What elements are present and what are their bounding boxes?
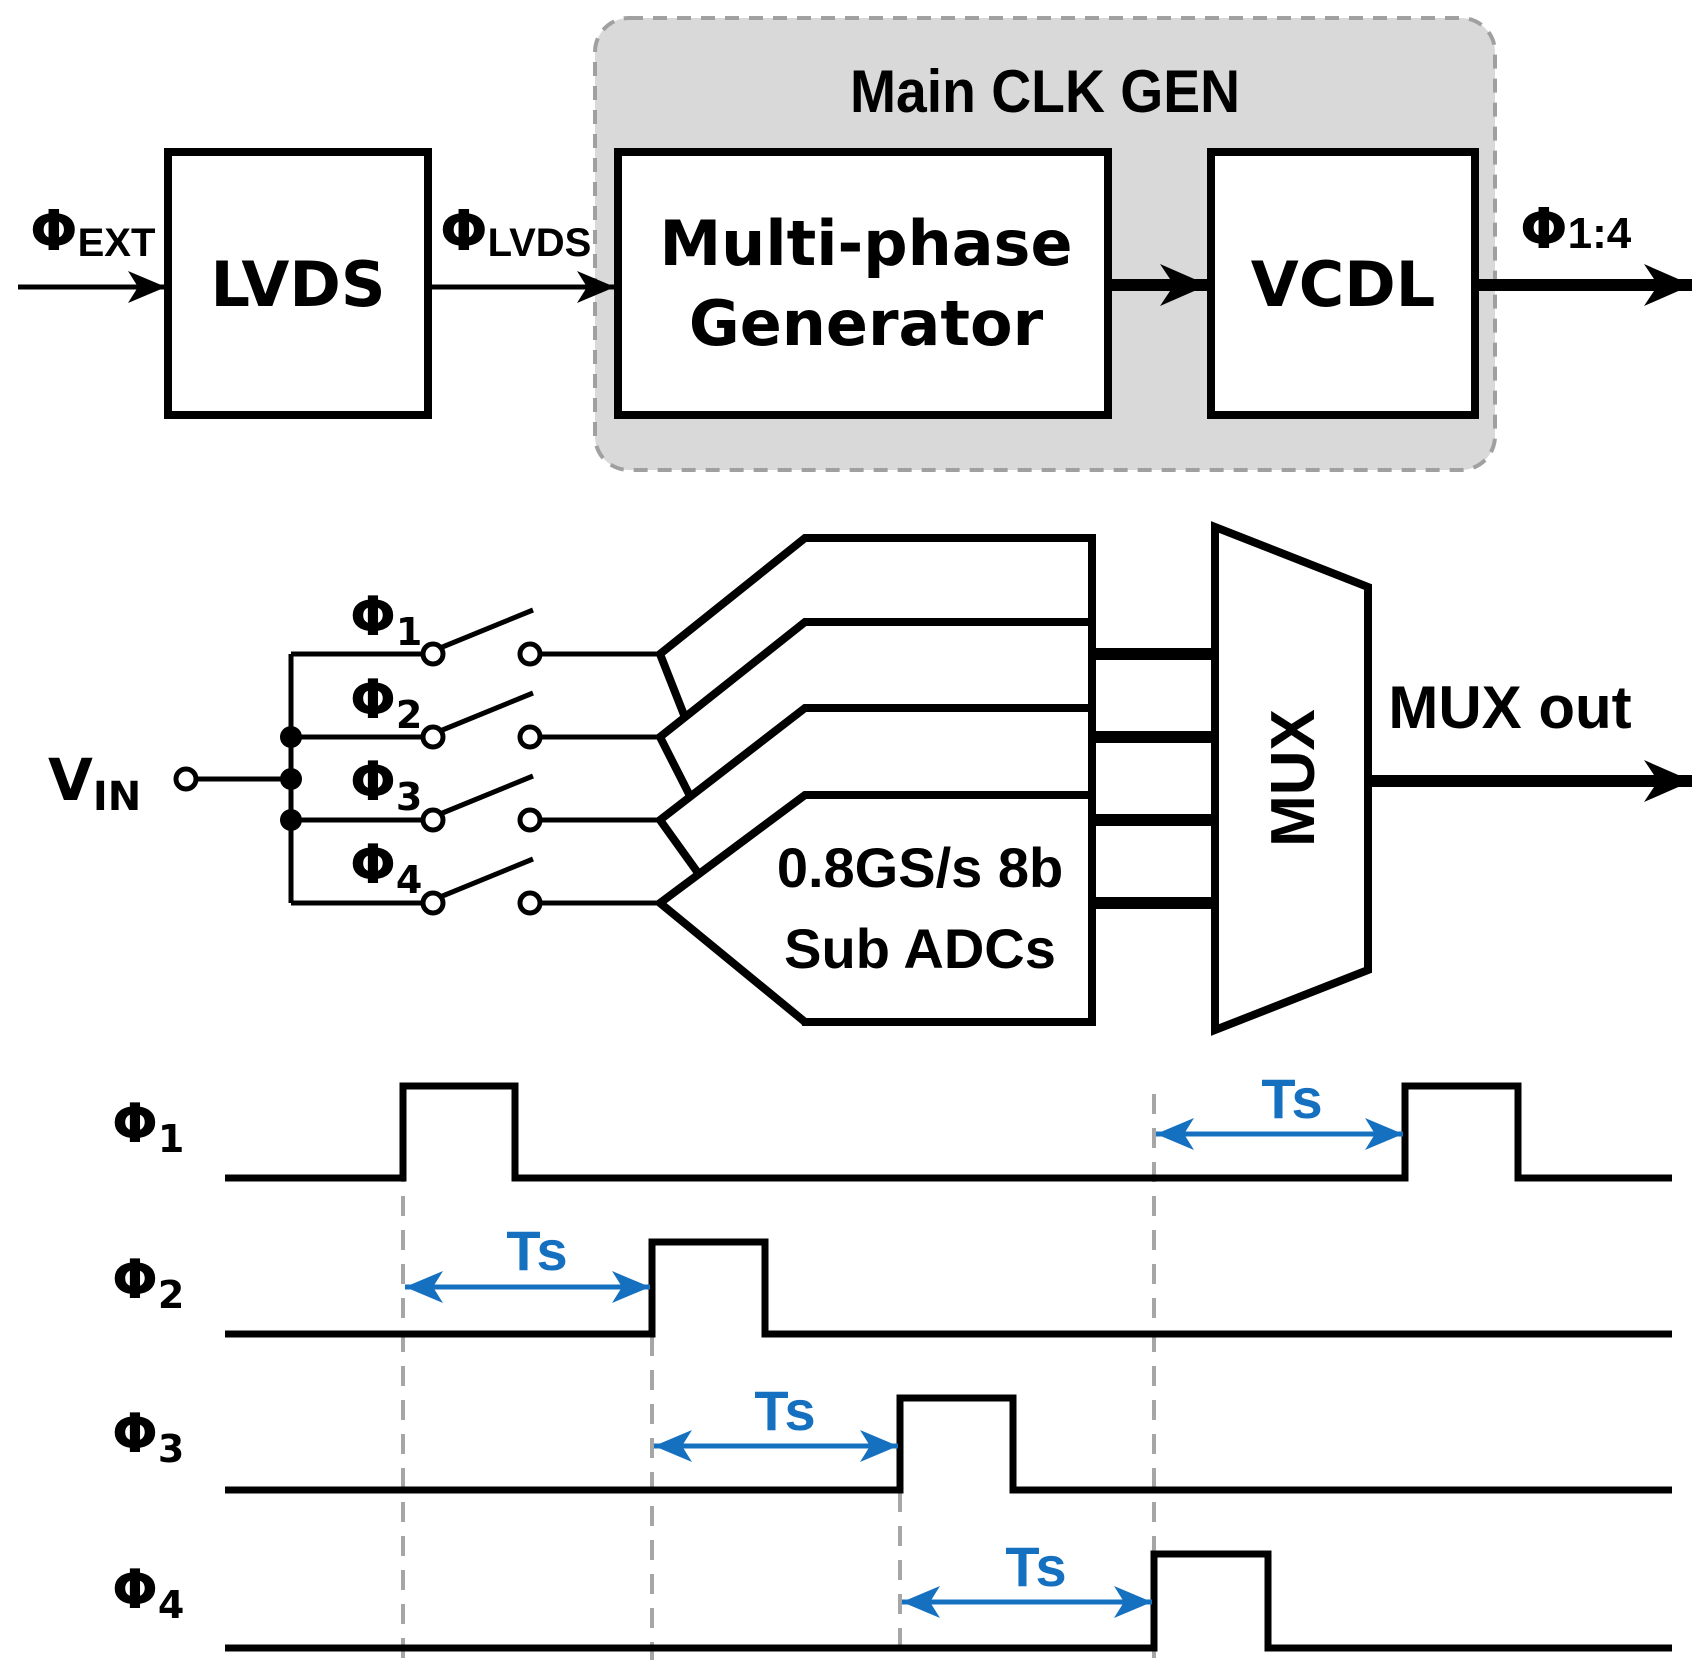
ts-label: Ts — [506, 1219, 567, 1282]
clock-waveform — [225, 1394, 1672, 1494]
switch-terminal — [517, 807, 543, 833]
timing-diagram: Φ1 Φ2 Φ3 Φ4 Ts Ts Ts Ts — [112, 1067, 1672, 1660]
ti-adc: VIN Φ1 Φ2 Φ3 — [48, 521, 1692, 1036]
ts-label: Ts — [1261, 1067, 1322, 1130]
switch-terminal — [420, 641, 446, 667]
vcdl-label: VCDL — [1251, 248, 1435, 321]
switch-terminal — [517, 890, 543, 916]
mux-label: MUX — [1259, 709, 1328, 847]
timing-phase-label: Φ1 — [112, 1092, 184, 1161]
lvds-block — [164, 148, 432, 419]
vcdl-block — [1207, 148, 1479, 419]
lvds-label: LVDS — [210, 248, 385, 321]
switch-phase-label: Φ3 — [350, 750, 422, 819]
switch-blade — [439, 856, 534, 900]
main-clk-gen-label: Main CLK GEN — [850, 58, 1240, 125]
clock-waveform — [225, 1238, 1672, 1338]
clock-waveform — [225, 1550, 1672, 1652]
switch-terminal — [420, 890, 446, 916]
clock-path: Main CLK GEN ΦEXT LVDS ΦLVDS Multi-phase… — [18, 16, 1692, 472]
multiphase-label-line1: Multi-phase — [659, 207, 1072, 280]
multiphase-generator-block — [614, 148, 1112, 419]
timing-phase-label: Φ2 — [112, 1248, 184, 1317]
sub-adc-label-line2: Sub ADCs — [784, 917, 1056, 980]
clock-waveform — [225, 1082, 1672, 1182]
phi-out-label: Φ1:4 — [1520, 197, 1632, 262]
switch-terminal — [420, 807, 446, 833]
multiphase-label-line2: Generator — [689, 287, 1044, 360]
switch-terminal — [420, 724, 446, 750]
timing-phase-label: Φ4 — [112, 1558, 184, 1627]
timing-phase-label: Φ3 — [112, 1402, 184, 1471]
phi-ext-label: ΦEXT — [30, 199, 155, 265]
switch-terminal — [517, 641, 543, 667]
junction-node — [280, 768, 302, 790]
sub-adc-block — [653, 791, 1096, 1026]
switch-blade — [439, 690, 534, 734]
phi-lvds-label: ΦLVDS — [440, 199, 591, 265]
ts-label: Ts — [754, 1379, 815, 1442]
vin-terminal — [173, 766, 199, 792]
vin-label: VIN — [48, 746, 141, 820]
sampling-switch: Φ2 — [291, 668, 660, 750]
sampling-switch: Φ4 — [291, 833, 660, 916]
mux-block — [1211, 521, 1372, 1036]
switch-phase-label: Φ2 — [350, 668, 422, 737]
sampling-switch: Φ1 — [291, 585, 660, 667]
switch-phase-label: Φ4 — [350, 833, 422, 902]
switch-terminal — [517, 724, 543, 750]
switch-phase-label: Φ1 — [350, 585, 422, 654]
switch-blade — [439, 607, 534, 651]
ts-label: Ts — [1005, 1535, 1066, 1598]
sampling-switch: Φ3 — [291, 750, 660, 833]
mux-out-label: MUX out — [1388, 674, 1631, 741]
switch-blade — [439, 773, 534, 817]
sub-adc-label-line1: 0.8GS/s 8b — [777, 836, 1063, 899]
